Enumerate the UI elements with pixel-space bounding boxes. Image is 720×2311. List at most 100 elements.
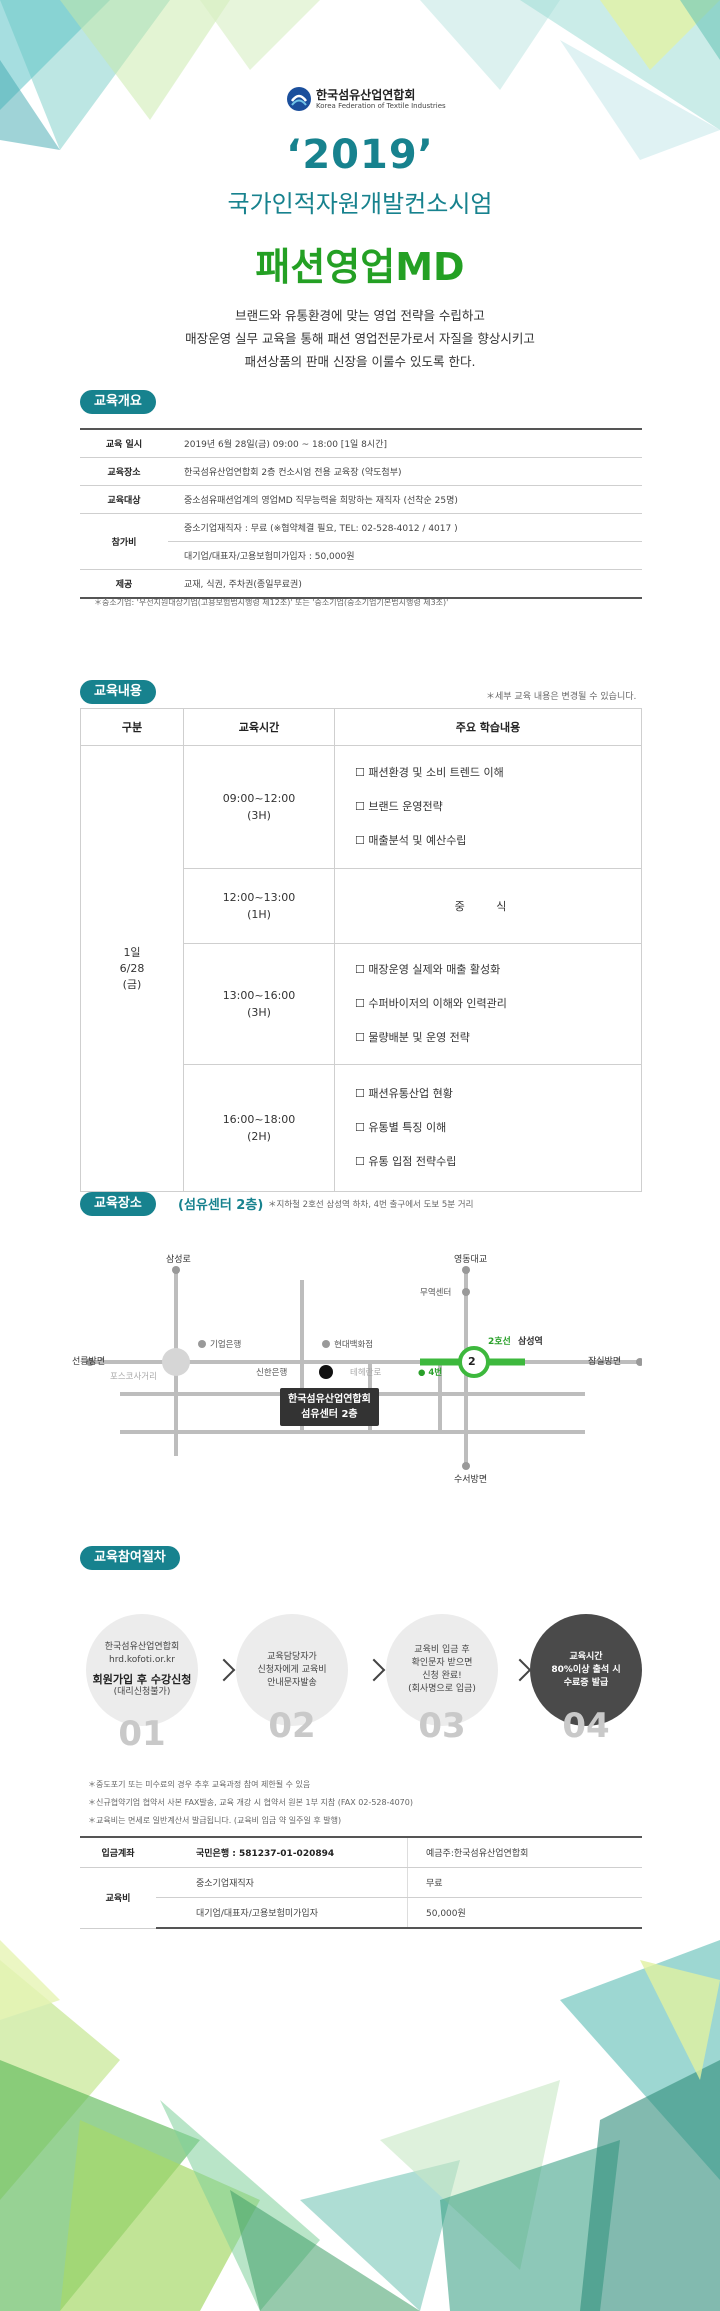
table-header-row: 구분 교육시간 주요 학습내용 [80, 708, 642, 746]
time-hours: (3H) [247, 809, 271, 822]
step-strong: 회원가입 후 수강신청 [92, 1673, 192, 1686]
step-4: 교육시간 80%이상 출석 시 수료증 발급 [530, 1614, 642, 1726]
step-3: 교육비 입금 후 확인문자 받으면 신청 완료! (회사명으로 입금) [386, 1614, 498, 1726]
list-item: ☐ 매장운영 실제와 매출 활성화 [355, 963, 501, 976]
table-row: 13:00~16:00 (3H) ☐ 매장운영 실제와 매출 활성화 ☐ 수퍼바… [81, 943, 642, 1065]
row-value: 교재, 식권, 주차권(종일무료권) [168, 569, 642, 599]
intro-line: 매장운영 실무 교육을 통해 패션 영업전문가로서 자질을 향상시키고 [185, 331, 535, 346]
fee-table: 입금계좌 국민은행 : 581237-01-020894 예금주:한국섬유산업연… [80, 1836, 642, 1929]
map-label-teheran: 테헤란로 [350, 1368, 382, 1378]
building-name: 한국섬유산업연합회 [288, 1394, 371, 1405]
table-row: 1일 6/28 (금) 09:00~12:00 (3H) ☐ 패션환경 및 소비… [80, 745, 642, 1192]
fee-value: 50,000원 [407, 1897, 642, 1929]
org-logo-icon [287, 87, 311, 111]
fee-label: 중소기업재직자 [156, 1867, 408, 1898]
step-text: (회사명으로 입금) [408, 1684, 476, 1694]
curriculum-note: ＊세부 교육 내용은 변경될 수 있습니다. [486, 692, 637, 702]
step-text: 한국섬유산업연합회 [104, 1642, 180, 1652]
org-name-kr: 한국섬유산업연합회 [316, 88, 416, 102]
list-item: ☐ 유통별 특징 이해 [355, 1121, 447, 1134]
table-row: 12:00~13:00 (1H) 중 식 [81, 868, 642, 944]
procedure-heading: 교육참여절차 [80, 1546, 180, 1570]
overview-table: 교육 일시 2019년 6월 28일(금) 09:00 ~ 18:00 [1일 … [80, 428, 642, 599]
step-text: 확인문자 받으면 [411, 1658, 473, 1668]
step-1: 한국섬유산업연합회 hrd.kofoti.or.kr 회원가입 후 수강신청 (… [86, 1614, 198, 1726]
time-range: 09:00~12:00 [222, 792, 296, 805]
step-text: 신청자에게 교육비 [257, 1664, 327, 1675]
step-number: 02 [268, 1706, 316, 1746]
location-note: ＊지하철 2호선 삼성역 하차, 4번 출구에서 도보 5분 거리 [268, 1200, 474, 1210]
procedure-steps: 한국섬유산업연합회 hrd.kofoti.or.kr 회원가입 후 수강신청 (… [80, 1610, 642, 1754]
location-heading: 교육장소 [80, 1192, 156, 1216]
decorative-bottom-shapes [0, 1940, 720, 2311]
items-cell: ☐ 패션유통산업 현황 ☐ 유통별 특징 이해 ☐ 유통 입점 전략수립 [334, 1064, 642, 1192]
map-label-ibk: 기업은행 [210, 1340, 242, 1350]
lunch-cell: 중 식 [334, 868, 642, 944]
step-text: 교육비 입금 후 [414, 1645, 470, 1655]
map-label-yeongdong-bridge: 영동대교 [454, 1255, 488, 1265]
intro-line: 브랜드와 유통환경에 맞는 영업 전략을 수립하고 [235, 308, 485, 323]
map-label-line2: 2호선 [488, 1337, 511, 1347]
table-row: 입금계좌 국민은행 : 581237-01-020894 예금주:한국섬유산업연… [80, 1836, 642, 1868]
table-row: 교육대상 중소섬유패션업계의 영업MD 직무능력을 희망하는 재직자 (선착순 … [80, 485, 642, 514]
items-cell: ☐ 패션환경 및 소비 트렌드 이해 ☐ 브랜드 운영전략 ☐ 매출분석 및 예… [334, 745, 642, 869]
step-sub: (대리신청불가) [113, 1687, 171, 1697]
intro-line: 패션상품의 판매 신장을 이룰수 있도록 한다. [244, 354, 476, 369]
list-item: ☐ 패션유통산업 현황 [355, 1087, 453, 1100]
items-cell: ☐ 매장운영 실제와 매출 활성화 ☐ 수퍼바이저의 이해와 인력관리 ☐ 물량… [334, 943, 642, 1065]
day-weekday: (금) [122, 977, 142, 991]
step-text: 교육시간 [569, 1651, 603, 1662]
table-row: 교육장소 한국섬유산업연합회 2층 컨소시엄 전용 교육장 (약도첨부) [80, 457, 642, 486]
list-item: ☐ 패션환경 및 소비 트렌드 이해 [355, 766, 504, 779]
curriculum-table: 구분 교육시간 주요 학습내용 1일 6/28 (금) 09:00~12:00 … [80, 708, 642, 1192]
row-value: 중소기업재직자 : 무료 (※협약체결 필요, TEL: 02-528-4012… [168, 513, 642, 542]
map-roads [86, 1266, 642, 1470]
step-number: 01 [118, 1714, 166, 1754]
note-line: ＊교육비는 면세로 일반계산서 발급됩니다. (교육비 입금 약 일주일 후 발… [88, 1816, 342, 1825]
location-place: (섬유센터 2층) [178, 1198, 264, 1213]
time-cell: 16:00~18:00 (2H) [183, 1064, 335, 1192]
time-range: 13:00~16:00 [222, 989, 296, 1002]
column-header: 구분 [80, 708, 184, 746]
overview-heading: 교육개요 [80, 390, 156, 414]
table-row: 16:00~18:00 (2H) ☐ 패션유통산업 현황 ☐ 유통별 특징 이해… [81, 1064, 642, 1192]
step-2: 교육담당자가 신청자에게 교육비 안내문자발송 [236, 1614, 348, 1726]
step-text: 80%이상 출석 시 [551, 1664, 621, 1675]
table-row: 교육 일시 2019년 6월 28일(금) 09:00 ~ 18:00 [1일 … [80, 428, 642, 458]
arrow-right-icon [362, 1658, 386, 1682]
map-building-marker: 한국섬유산업연합회 섬유센터 2층 [280, 1388, 379, 1426]
day-date: 6/28 [119, 961, 145, 975]
year-heading: ‘2019’ [286, 132, 434, 178]
arrow-right-icon [508, 1658, 532, 1682]
course-title: 패션영업MD [255, 245, 465, 289]
location-map: 삼성로 영동대교 무역센터 기업은행 현대백화점 선릉방면 포스코사거리 신한은… [72, 1236, 642, 1486]
note-line: ＊중도포기 또는 미수료의 경우 추후 교육과정 참여 제한될 수 있음 [88, 1780, 311, 1789]
time-cell: 09:00~12:00 (3H) [183, 745, 335, 869]
time-hours: (2H) [247, 1130, 271, 1143]
map-label-trade-center: 무역센터 [420, 1288, 452, 1298]
table-row: 제공 교재, 식권, 주차권(종일무료권) [80, 569, 642, 599]
step-text: 신청 완료! [422, 1671, 462, 1681]
row-value: 중소섬유패션업계의 영업MD 직무능력을 희망하는 재직자 (선착순 25명) [168, 485, 642, 514]
row-key: 교육장소 [80, 457, 168, 486]
list-item: ☐ 수퍼바이저의 이해와 인력관리 [355, 997, 507, 1010]
day-cell: 1일 6/28 (금) [80, 745, 184, 1192]
time-hours: (3H) [247, 1006, 271, 1019]
procedure-notes: ＊중도포기 또는 미수료의 경우 추후 교육과정 참여 제한될 수 있음 ＊신규… [88, 1776, 413, 1830]
account-holder: 예금주:한국섬유산업연합회 [407, 1836, 642, 1868]
table-row: 대기업/대표자/고용보험미가입자 50,000원 [80, 1897, 642, 1929]
step-number: 03 [418, 1706, 466, 1746]
org-name-en: Korea Federation of Textile Industries [316, 102, 446, 110]
fee-value: 무료 [407, 1867, 642, 1898]
intro-text: 브랜드와 유통환경에 맞는 영업 전략을 수립하고 매장운영 실무 교육을 통해… [0, 304, 720, 373]
step-number: 04 [562, 1706, 610, 1746]
map-label-samsung-station: 삼성역 [518, 1337, 543, 1347]
map-label-seolleung: 선릉방면 [72, 1357, 106, 1367]
table-row: 대기업/대표자/고용보험미가입자 : 50,000원 [80, 541, 642, 570]
row-key: 교육비 [80, 1867, 156, 1929]
row-value: 대기업/대표자/고용보험미가입자 : 50,000원 [168, 541, 642, 570]
row-key: 입금계좌 [80, 1836, 156, 1868]
step-text: 안내문자발송 [267, 1677, 317, 1688]
list-item: ☐ 유통 입점 전략수립 [355, 1155, 457, 1168]
arrow-right-icon [212, 1658, 236, 1682]
